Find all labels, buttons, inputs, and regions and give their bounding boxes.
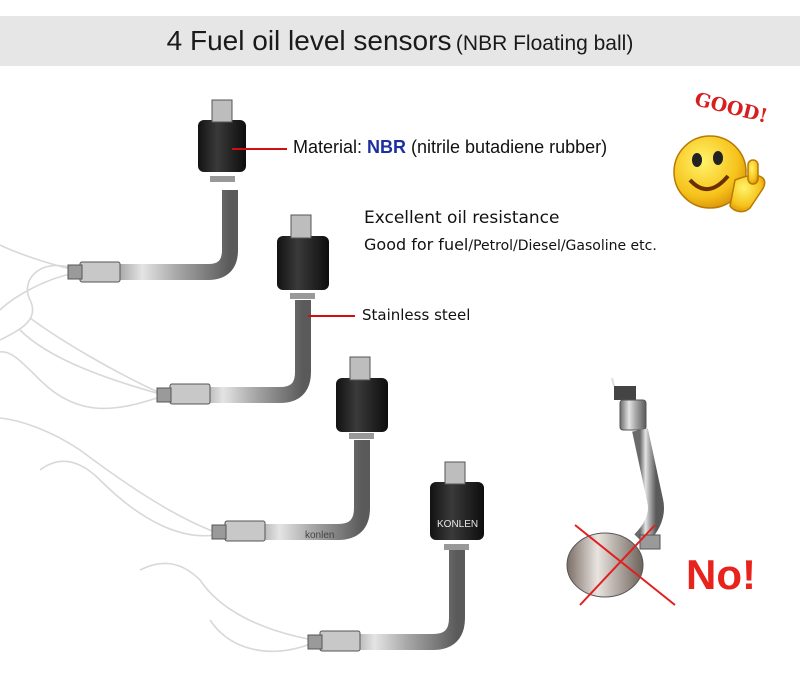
good-for-rest: /Petrol/Diesel/Gasoline etc. (468, 238, 657, 254)
cross-icon (574, 524, 676, 606)
sensor-3 (211, 356, 388, 542)
material-label: Material: NBR (nitrile butadiene rubber) (293, 137, 607, 158)
good-for-label: Good for fuel/Petrol/Diesel/Gasoline etc… (364, 235, 657, 254)
smiley-icon (673, 135, 766, 213)
no-label: No! (686, 551, 756, 598)
page-title: 4 Fuel oil level sensors (166, 25, 452, 56)
page-subtitle: (NBR Floating ball) (455, 32, 634, 55)
sensor-2 (156, 214, 329, 405)
good-for-prefix: Good for fuel (364, 235, 469, 254)
brand-watermark-lower: konlen (305, 530, 335, 541)
wrong-sensor-image (566, 377, 664, 598)
sensor-4 (307, 461, 484, 652)
sensor-1 (67, 99, 246, 283)
brand-watermark-upper: KONLEN (437, 519, 479, 530)
stainless-label: Stainless steel (362, 306, 471, 324)
oil-resistance-label: Excellent oil resistance (364, 208, 560, 228)
label-pointers (232, 148, 355, 317)
material-highlight: NBR (367, 137, 407, 157)
material-suffix: (nitrile butadiene rubber) (406, 137, 608, 157)
sensor-wires (0, 244, 314, 653)
material-prefix: Material: (293, 137, 368, 157)
title-bar: 4 Fuel oil level sensors (NBR Floating b… (0, 16, 800, 66)
